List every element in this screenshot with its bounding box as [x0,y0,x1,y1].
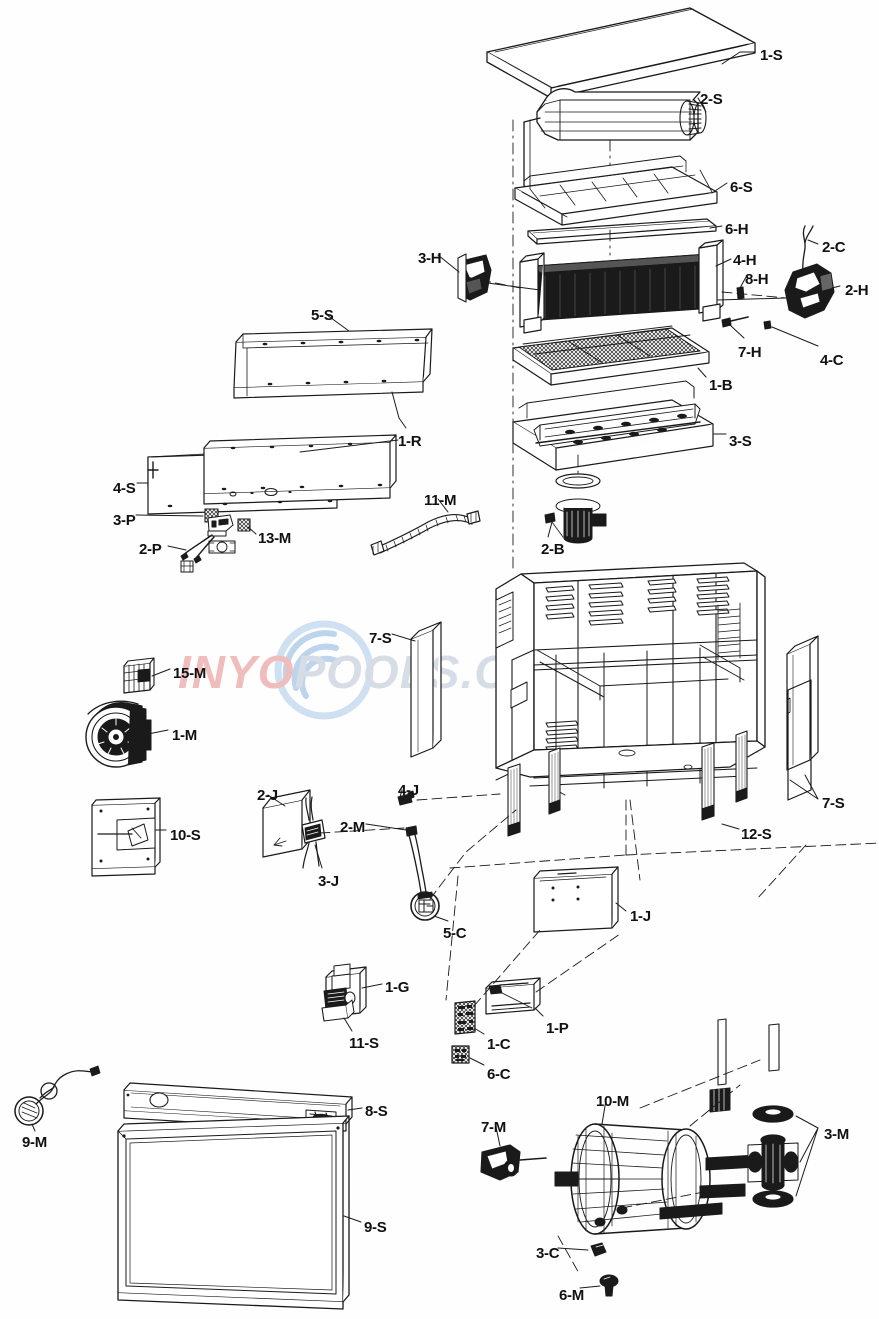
part-3-J-connector [301,796,326,869]
ghost-outline-floor [445,799,879,1001]
part-1-G-gas-valve [321,963,367,1022]
callout-gas-valve-bracket: 11-S [349,1035,379,1052]
callout-rear-jacket-panel: 5-S [311,307,334,324]
part-10-M-rotor [554,1123,774,1235]
part-main-cabinet [495,562,766,837]
callout-top-panel: 1-S [760,47,783,64]
callout-heat-exchanger-assembly: 4-H [733,252,757,269]
assembly-axis-lines [319,276,787,1276]
part-7-S-side-right [786,635,819,771]
part-10-S-mount-panel [91,797,161,877]
part-2-H-header-right [784,263,835,319]
part-2-C-ignition-wire [802,225,814,273]
part-7-M-capacitor [480,1144,547,1181]
callout-motor-bolt: 6-M [559,1287,584,1304]
callout-front-door-panel: 9-S [364,1219,387,1236]
callout-ignition-wire: 2-C [822,239,846,256]
callout-burner-tray: 1-B [709,377,733,394]
part-7-S-side-left [410,621,442,758]
part-1-J-enclosure [533,866,619,933]
callout-side-jacket-panel-right: 7-S [822,795,845,812]
part-3-S-base-pan [512,380,714,471]
part-8-H-plug [736,286,745,300]
callout-ignition-module: 6-C [487,1066,511,1083]
callout-junction-box: 2-J [257,787,278,804]
callout-flexible-gas-connector: 11-M [424,492,457,509]
callout-control-enclosure: 1-J [630,908,651,925]
callout-pressure-switch-plate: 3-P [113,512,136,529]
assembly-centerlines [512,119,611,573]
callout-bolt-fastener: 7-H [738,344,762,361]
callout-refractory-liner: 1-R [398,433,422,450]
callout-junction-box-connector: 3-J [318,873,339,890]
callout-burner-base-pan: 3-S [729,433,752,450]
part-4-H-heat-exchanger [519,239,724,334]
part-3-H-header-left [457,253,492,303]
part-4-C-clip [763,320,772,330]
part-7-H-bolt [721,316,749,328]
callout-impeller-hardware-set: 3-M [824,1126,849,1143]
part-3-M-hardware [709,1018,799,1208]
callout-leg-set: 12-S [741,826,772,843]
part-13-M-bracket [237,518,251,532]
part-3-C-screw [590,1242,607,1257]
callout-side-jacket-panel-left: 7-S [369,630,392,647]
callout-heat-exchanger-rail: 6-H [725,221,749,238]
part-9-M-probe [14,1065,101,1126]
callout-small-bracket: 13-M [258,530,291,547]
part-11-M-flex-connector [370,510,481,556]
part-4-J-strain-relief [397,790,415,806]
callout-flue-collector-hood: 2-S [700,91,723,108]
callout-sensor-clip: 4-C [820,352,844,369]
callout-header-manifold-left: 3-H [418,250,442,267]
callout-gas-valve: 1-G [385,979,410,996]
callout-power-transformer: 1-P [546,1020,569,1037]
callout-motor-rotor: 10-M [596,1093,629,1110]
part-1-B-burner-tray [512,325,710,386]
part-1-M-blower [85,700,152,768]
part-6-H-rail [527,218,717,245]
callout-blower-mount-panel: 10-S [170,827,201,844]
callout-header-casting-right: 2-H [845,282,869,299]
part-1-C-control-board [454,1000,476,1035]
part-hardware-cluster [180,514,236,573]
part-2-B-burner-orifice [544,473,607,544]
callout-pressure-switch-tubing: 2-P [139,541,162,558]
callout-burner-orifice: 2-B [541,541,565,558]
part-6-S-baffle-tray [514,155,718,226]
callout-front-jacket-panel: 4-S [113,480,136,497]
callout-plug-fitting: 8-H [745,271,769,288]
part-5-C-sensor [410,891,440,921]
part-6-M-bolt [599,1274,619,1297]
callout-motor-screw: 3-C [536,1245,560,1262]
part-7-S-side-right-2 [787,679,812,801]
callout-strain-relief: 4-J [398,782,419,799]
callout-control-board: 1-C [487,1036,511,1053]
part-12-S-legs [507,730,748,837]
part-2-M-sensor-lead [405,825,428,900]
part-6-C-ignition-module [451,1045,470,1064]
callout-motor-capacitor: 7-M [481,1119,506,1136]
callout-top-trim-rail: 8-S [365,1103,388,1120]
callout-high-limit-sensor: 5-C [443,925,467,942]
part-9-S-door-panel [117,1115,350,1310]
callout-blower-coupler: 15-M [173,665,206,682]
callout-thermostat-probe: 9-M [22,1134,47,1151]
part-15-M-coupler [123,657,155,694]
part-4-S-front-panel [147,434,397,515]
part-5-S-rear-panel [233,328,433,399]
callout-upper-baffle-tray: 6-S [730,179,753,196]
callout-combustion-blower: 1-M [172,727,197,744]
part-1-P-transformer [485,977,541,1015]
callout-sensor-lead-wire: 2-M [340,819,365,836]
part-1-S-top-panel [486,7,756,99]
